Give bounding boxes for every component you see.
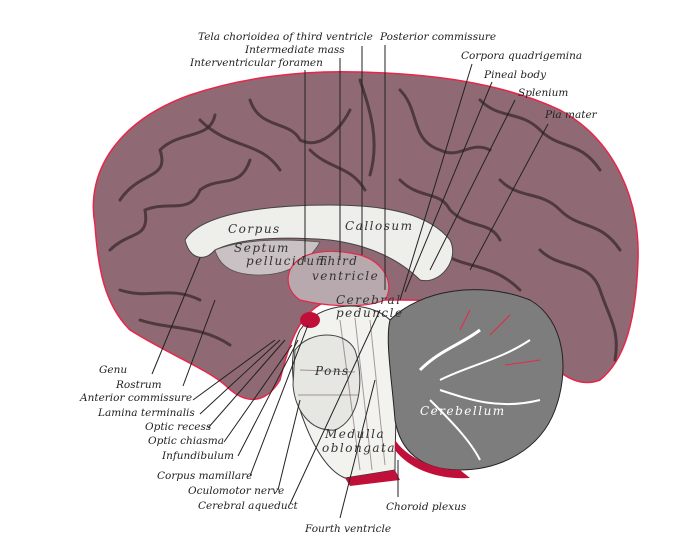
label-lamina-terminalis: Lamina terminalis: [97, 407, 195, 419]
label-callosum: Callosum: [345, 219, 414, 233]
label-third: Third: [318, 254, 359, 268]
label-anterior-commissure: Anterior commissure: [79, 392, 192, 404]
label-pellucidum: pellucidum: [246, 254, 329, 268]
label-cerebral: Cerebral: [336, 293, 402, 307]
label-medulla: Medulla: [324, 427, 385, 441]
label-pia-mater: Pia mater: [544, 109, 598, 121]
arbor-vitae: [418, 309, 541, 461]
gyri-pattern: [108, 78, 622, 362]
label-infundibulum: Infundibulum: [161, 450, 234, 462]
label-splenium: Splenium: [518, 87, 568, 99]
pons: [292, 334, 361, 431]
corpus-callosum: [184, 204, 454, 282]
label-pineal-body: Pineal body: [483, 69, 547, 81]
label-corpus: Corpus: [228, 222, 281, 236]
label-optic-recess: Optic recess: [145, 421, 212, 433]
third-ventricle: [287, 250, 390, 307]
label-cerebellum: Cerebellum: [420, 404, 506, 418]
cerebellum: [387, 289, 564, 471]
label-rostrum: Rostrum: [115, 379, 162, 391]
choroid-plexus-red: [395, 440, 470, 479]
label-choroid-plexus: Choroid plexus: [386, 501, 467, 513]
label-intermediate-mass: Intermediate mass: [244, 44, 345, 56]
label-optic-chiasma: Optic chiasma: [148, 435, 224, 447]
label-peduncle: peduncle: [336, 306, 404, 320]
label-corpus-mamillare: Corpus mamillare: [157, 470, 252, 482]
label-corpora-quadrigemina: Corpora quadrigemina: [461, 50, 582, 62]
label-posterior-commissure: Posterior commissure: [379, 31, 496, 43]
label-cerebral-aqueduct: Cerebral aqueduct: [198, 500, 298, 512]
label-interventricular-foramen: Interventricular foramen: [189, 57, 323, 69]
fiber-lines: [298, 317, 386, 471]
leader-lines: [151, 45, 549, 519]
medulla-red-edge: [345, 470, 400, 486]
corpus-mamillare: [300, 312, 320, 328]
label-tela-chorioidea: Tela chorioidea of third ventricle: [198, 31, 373, 43]
label-ventricle: ventricle: [312, 269, 379, 283]
label-septum: Septum: [234, 241, 290, 255]
label-fourth-ventricle: Fourth ventricle: [304, 523, 391, 535]
label-oculomotor-nerve: Oculomotor nerve: [188, 485, 284, 497]
label-genu: Genu: [99, 364, 127, 376]
label-pons: Pons: [314, 364, 350, 378]
